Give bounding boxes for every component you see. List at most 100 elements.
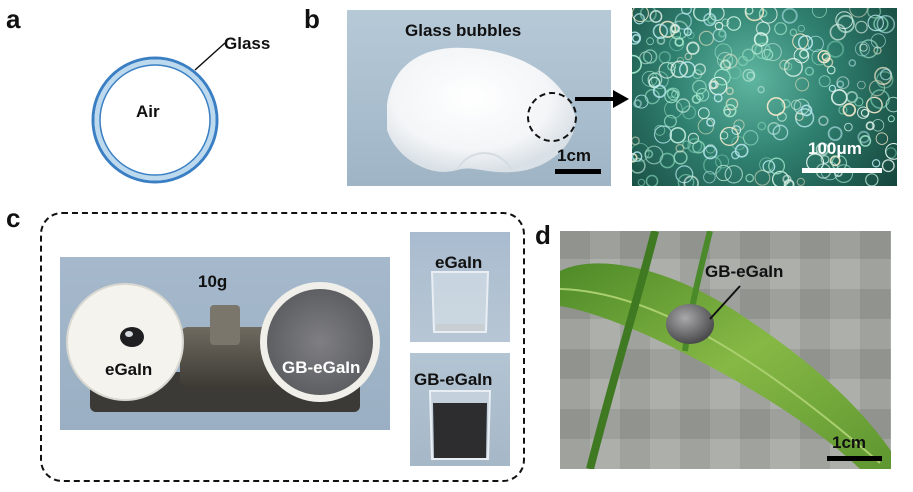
microscope-bubble bbox=[634, 94, 649, 109]
microscope-bubble bbox=[792, 33, 809, 50]
microscope-bubble bbox=[845, 91, 859, 104]
microscope-bubble bbox=[848, 59, 857, 67]
microscope-bubble bbox=[695, 88, 710, 102]
microscope-bubble bbox=[854, 20, 868, 34]
microscope-bubble bbox=[887, 115, 895, 123]
right-pan-label: GB-eGaIn bbox=[282, 358, 361, 377]
microscope-bubble bbox=[709, 80, 719, 90]
microscope-bubble bbox=[790, 99, 802, 111]
microscope-bubble bbox=[714, 68, 731, 86]
microscope-bubble bbox=[675, 143, 685, 153]
panel-c-dashed-frame bbox=[40, 212, 525, 482]
microscope-bubble bbox=[632, 8, 649, 22]
beaker-filled bbox=[428, 390, 492, 460]
scale-label-1cm-d: 1cm bbox=[832, 433, 867, 452]
microscope-bubble bbox=[724, 165, 744, 184]
microscope-bubble bbox=[838, 105, 848, 115]
microscope-bubble bbox=[682, 140, 691, 150]
microscope-bubble bbox=[844, 122, 853, 132]
microscope-bubble bbox=[815, 142, 830, 156]
microscope-bubble bbox=[692, 140, 706, 154]
left-pan-label: eGaIn bbox=[105, 360, 153, 379]
microscope-bubble bbox=[826, 65, 836, 75]
glass-bubbles-title: Glass bubbles bbox=[405, 21, 522, 40]
microscope-bubble bbox=[703, 12, 717, 27]
microscope-bubble bbox=[746, 71, 755, 80]
microscope-bubble bbox=[652, 84, 667, 98]
microscope-bubble bbox=[757, 85, 765, 94]
microscope-bubble bbox=[795, 112, 804, 121]
microscope-bubble bbox=[794, 108, 815, 128]
leaf-photo: GB-eGaIn 1cm bbox=[560, 231, 891, 469]
microscope-bubble bbox=[757, 121, 767, 131]
microscope-bubble bbox=[684, 52, 693, 61]
microscope-bubble bbox=[754, 169, 771, 186]
scale-label-100um: 100μm bbox=[808, 139, 862, 158]
microscope-bubble bbox=[664, 100, 683, 119]
panel-label-b: b bbox=[304, 4, 320, 34]
microscope-bubble bbox=[827, 126, 843, 141]
microscope-bubble bbox=[637, 178, 646, 186]
microscope-bubble bbox=[687, 138, 703, 154]
microscope-bubble bbox=[759, 157, 774, 173]
microscope-bubble bbox=[745, 173, 755, 183]
microscope-bubble bbox=[774, 22, 788, 36]
microscope-bubble bbox=[664, 89, 679, 104]
microscope-bubble bbox=[865, 96, 883, 114]
microscope-bubble bbox=[782, 174, 792, 184]
microscope-bubble bbox=[755, 21, 771, 36]
microscope-bubble bbox=[632, 157, 646, 174]
microscope-bubble bbox=[871, 119, 885, 132]
microscope-bubble bbox=[703, 170, 716, 184]
microscope-bubble bbox=[654, 125, 673, 144]
microscope-bubble bbox=[632, 31, 642, 45]
microscope-bubble bbox=[875, 132, 889, 145]
microscope-bubble bbox=[639, 8, 657, 23]
microscope-bubble bbox=[781, 98, 791, 109]
microscope-bubble bbox=[779, 59, 790, 71]
microscope-bubble bbox=[763, 43, 782, 62]
microscope-bubble bbox=[716, 52, 734, 69]
microscope-bubble bbox=[663, 114, 677, 128]
microscope-bubble bbox=[670, 60, 689, 79]
microscope-bubble bbox=[762, 160, 776, 173]
microscope-bubble bbox=[733, 119, 745, 131]
microscope-bubble bbox=[669, 35, 685, 52]
microscope-bubble bbox=[632, 142, 650, 162]
microscope-bubble bbox=[719, 126, 739, 146]
microscope-bubble bbox=[686, 31, 695, 40]
microscope-bubble bbox=[656, 36, 666, 45]
microscope-bubble bbox=[811, 49, 828, 66]
panel-label-d: d bbox=[535, 220, 551, 250]
microscope-bubble bbox=[652, 23, 669, 39]
microscope-bubble bbox=[857, 80, 866, 90]
microscope-bubble bbox=[821, 52, 831, 62]
microscope-bubble bbox=[836, 14, 855, 34]
microscope-bubble bbox=[703, 145, 718, 160]
microscope-bubbles bbox=[632, 8, 897, 186]
microscope-bubble bbox=[712, 28, 727, 43]
microscope-bubble bbox=[697, 107, 710, 120]
glass-shell-inner bbox=[99, 64, 211, 176]
microscope-photo: 100μm bbox=[632, 8, 897, 186]
microscope-bubble bbox=[871, 159, 881, 168]
microscope-bubble bbox=[772, 124, 789, 141]
microscope-bubble bbox=[849, 8, 868, 18]
sample-pointer-line bbox=[709, 285, 741, 320]
glass-bubbles-pile bbox=[387, 47, 577, 173]
microscope-bubble bbox=[667, 61, 677, 71]
microscope-bubble bbox=[761, 48, 774, 61]
microscope-bubble bbox=[881, 159, 895, 173]
microscope-bubble bbox=[728, 66, 742, 79]
scale-label-1cm-b: 1cm bbox=[557, 146, 592, 165]
microscope-bubble bbox=[766, 97, 786, 116]
panel-label-a: a bbox=[6, 4, 21, 34]
microscope-bubble bbox=[737, 55, 749, 67]
microscope-bubble bbox=[723, 104, 737, 118]
microscope-bubble bbox=[677, 173, 695, 186]
microscope-bubble bbox=[867, 8, 882, 19]
microscope-bubble bbox=[876, 14, 896, 34]
microscope-bubble bbox=[642, 49, 658, 64]
microscope-bubble bbox=[645, 174, 659, 186]
microscope-bubble bbox=[811, 8, 827, 18]
